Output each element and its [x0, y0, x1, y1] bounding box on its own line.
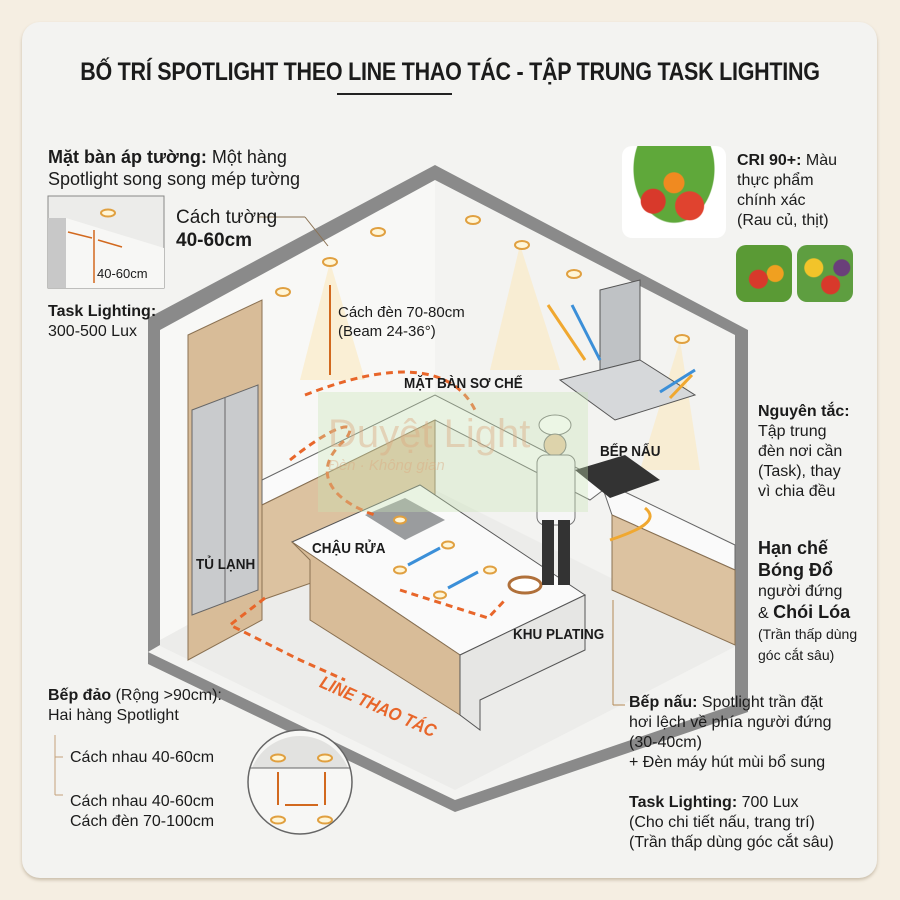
wall-distance-label: Cách tường 40-60cm	[176, 207, 278, 251]
zone-label-plating: KHU PLATING	[513, 626, 605, 643]
light-beam	[490, 245, 560, 370]
wall-counter-note: Mặt bàn áp tường: Một hàng Spotlight son…	[48, 147, 301, 189]
room-outline-left	[148, 165, 435, 652]
work-line-path	[399, 588, 507, 620]
glare-note: Hạn chế Bóng Đổ người đứng & Chói Lóa (T…	[758, 538, 858, 663]
chef-figure	[536, 414, 576, 585]
vegetables-photo	[622, 146, 726, 238]
watermark: Duyệt Light Đèn · Không gian	[318, 392, 588, 512]
light-beam	[640, 340, 700, 470]
island-spec-2: Cách nhau 40-60cm Cách đèn 70-100cm	[70, 793, 215, 830]
vegetables-photo-small	[736, 245, 792, 302]
room-outline-right	[435, 165, 748, 705]
light-beam	[300, 262, 365, 380]
cri-note: CRI 90+: Màu thực phẩm chính xác (Rau củ…	[737, 152, 838, 229]
page-title: BỐ TRÍ SPOTLIGHT THEO LINE THAO TÁC - TẬ…	[80, 58, 820, 86]
island-spotlights	[393, 515, 497, 600]
island-front	[291, 541, 461, 716]
work-line-path	[227, 596, 346, 682]
wall-inset-diagram	[47, 195, 165, 289]
inset-dimension-label: 40-60cm	[97, 266, 148, 281]
cooking-task-lighting: Task Lighting: 700 Lux (Cho chi tiết nấu…	[629, 794, 834, 851]
spacing-arrow-blue	[407, 546, 441, 567]
title-underline	[337, 93, 452, 95]
island-inset-diagram	[247, 729, 353, 835]
range-hood	[558, 359, 697, 421]
island-spec-1: Cách nhau 40-60cm	[70, 749, 215, 766]
principle-note: Nguyên tắc: Tập trung đèn nơi cần (Task)…	[758, 403, 850, 500]
work-line-path	[304, 370, 477, 411]
spacing-arrow-blue	[447, 570, 479, 590]
vegetables-photo-small	[797, 245, 853, 302]
hood-light-arrow	[659, 368, 696, 394]
range-hood-chimney	[599, 279, 641, 371]
light-spacing-label: Cách đèn 70-80cm (Beam 24-36°)	[338, 304, 465, 340]
zone-label-sink: CHẬU RỬA	[312, 540, 386, 557]
hood-light-arrow	[668, 373, 694, 400]
cooktop-arrow	[609, 506, 652, 542]
island-side	[459, 594, 586, 731]
plate	[507, 575, 543, 595]
zone-label-fridge: TỦ LẠNH	[196, 556, 256, 573]
callout-leader	[304, 216, 329, 247]
ceiling-spotlights	[275, 215, 690, 344]
cooktop	[575, 455, 660, 498]
zone-label-prep: MẶT BÀN SƠ CHẾ	[404, 375, 523, 392]
task-lighting-left: Task Lighting: 300-500 Lux	[48, 303, 157, 340]
right-counter-cabinets	[611, 514, 736, 646]
island-note: Bếp đảo (Rộng >90cm): Hai hàng Spotlight	[48, 687, 222, 724]
cooking-note: Bếp nấu: Spotlight trần đặt hơi lệch về …	[629, 694, 832, 771]
zone-label-cooktop: BẾP NẤU	[600, 443, 661, 460]
hood-light-arrow	[570, 304, 602, 361]
hood-light-arrow	[546, 304, 587, 361]
